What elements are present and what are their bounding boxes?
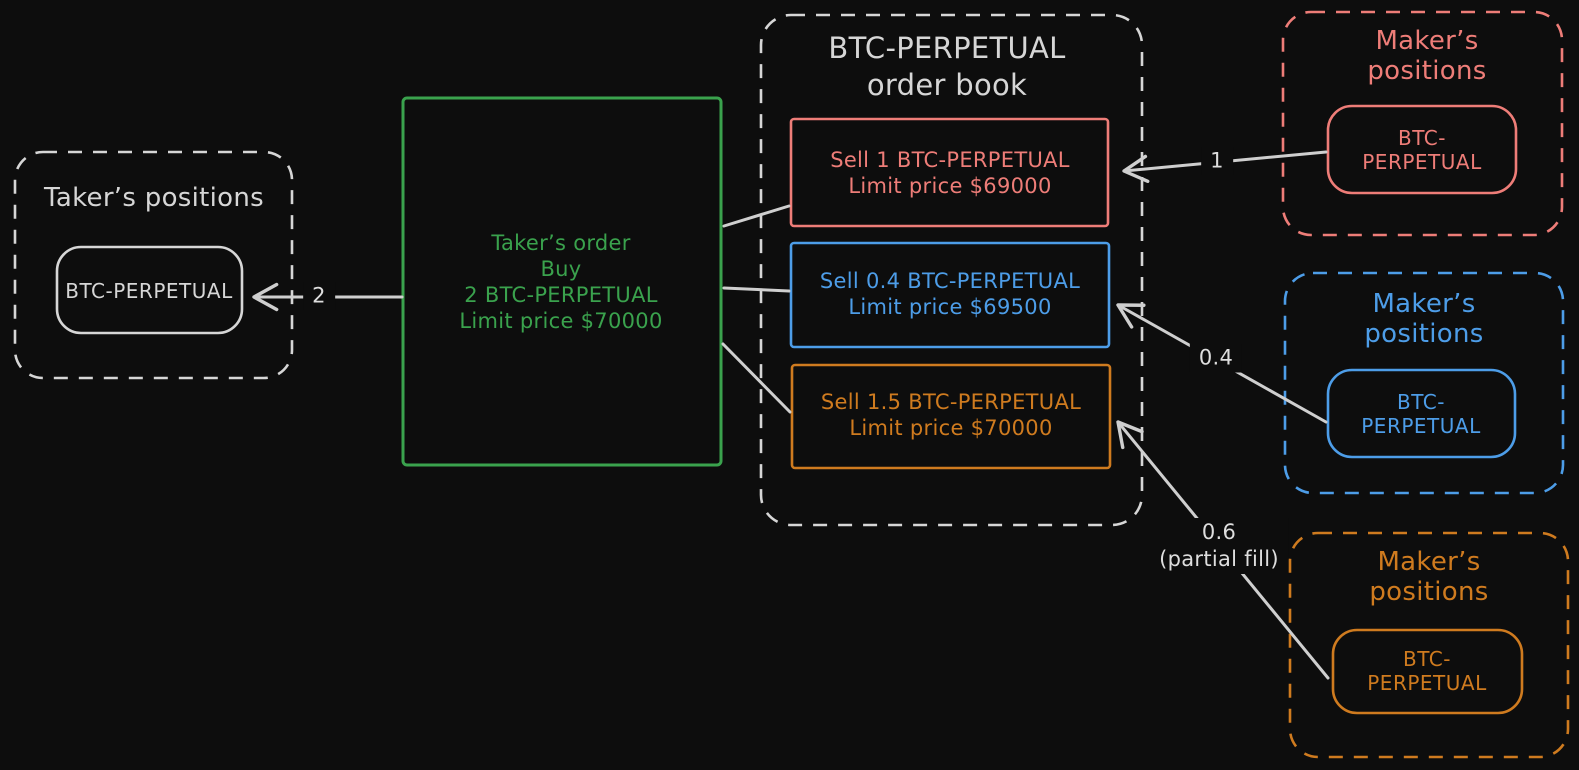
arrow-maker-1-to-ask-1 (1122, 150, 1328, 183)
maker-3-position-chip (1331, 628, 1524, 715)
arrow-maker-3-to-ask-3 (1116, 420, 1330, 680)
order-book-container (759, 13, 1144, 527)
taker-positions-container (13, 150, 294, 380)
maker-3-container (1288, 531, 1570, 759)
maker-2-position-chip (1326, 368, 1517, 459)
connector-taker-to-ask-3 (721, 342, 792, 414)
taker-position-chip (55, 245, 244, 335)
ask-3-box (790, 363, 1112, 470)
ask-2-box (789, 241, 1111, 349)
maker-1-position-chip (1326, 104, 1518, 195)
maker-1-container (1281, 10, 1564, 237)
connector-taker-to-ask-2 (722, 286, 791, 293)
maker-2-container (1283, 271, 1565, 495)
arrow-maker-2-to-ask-2 (1116, 303, 1328, 424)
ask-1-box (789, 117, 1110, 228)
connector-taker-to-ask-1 (722, 204, 791, 228)
taker-order-box (401, 96, 723, 467)
